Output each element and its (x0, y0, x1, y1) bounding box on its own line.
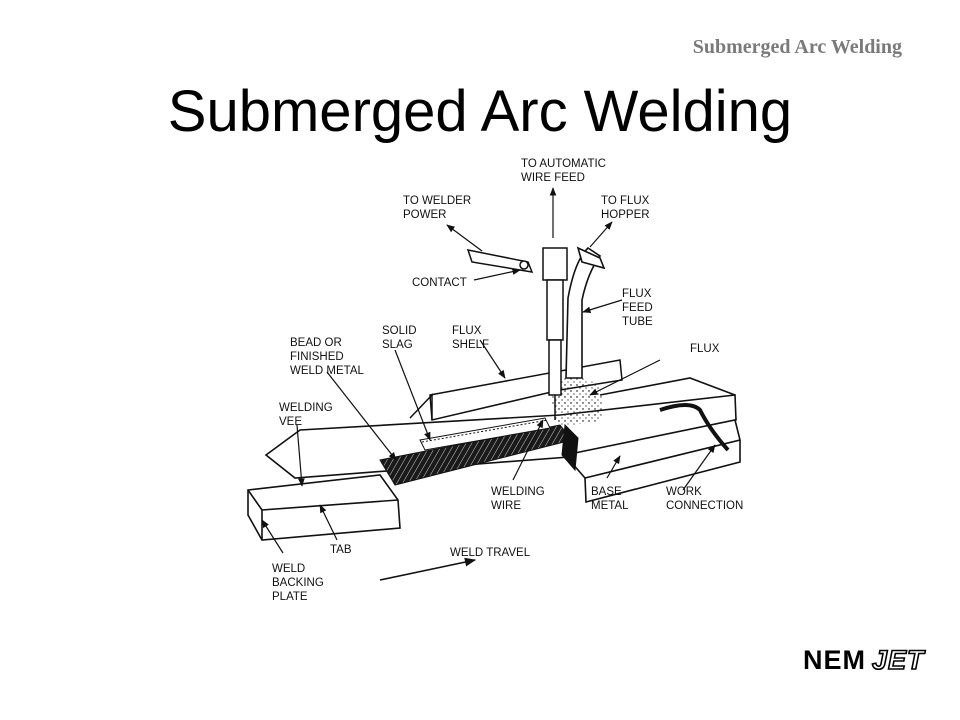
slide-title: Submerged Arc Welding (167, 79, 793, 144)
logo-part-jet: JET (871, 644, 925, 676)
flux-feed-tube (565, 246, 606, 379)
leader-lines (261, 187, 716, 581)
running-header-title: Submerged Arc Welding (692, 36, 902, 58)
label-contact: CONTACT (412, 277, 467, 289)
label-tab: TAB (330, 544, 352, 556)
label-flux: FLUX (690, 343, 720, 355)
work-connection-cable (659, 403, 730, 452)
logo-part-nem: NEM (803, 645, 866, 675)
weld-bead (379, 417, 579, 486)
label-weld-travel: WELD TRAVEL (450, 547, 531, 559)
electrode-assembly (466, 247, 568, 420)
